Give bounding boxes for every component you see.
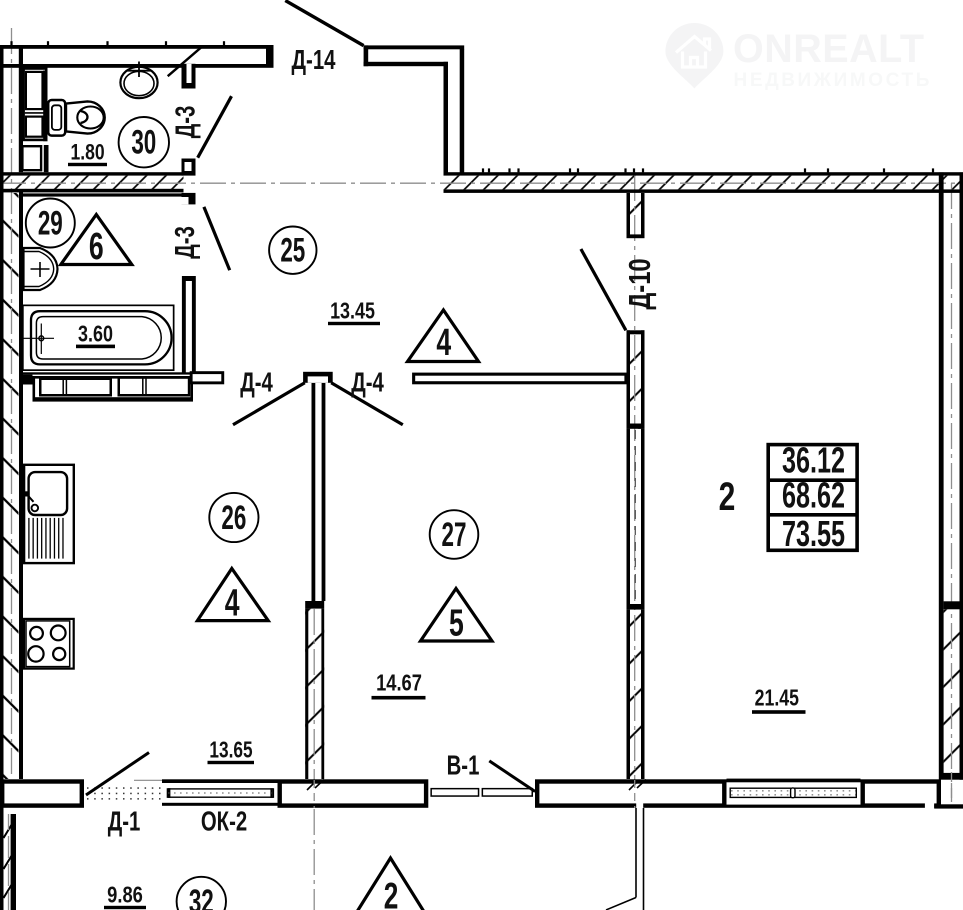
svg-text:21.45: 21.45 (755, 685, 799, 711)
svg-text:В-1: В-1 (447, 751, 480, 782)
svg-text:1.80: 1.80 (70, 141, 104, 166)
svg-text:73.55: 73.55 (782, 514, 845, 555)
svg-text:2: 2 (719, 475, 736, 519)
svg-text:Д-1: Д-1 (108, 807, 141, 838)
svg-text:3.60: 3.60 (78, 321, 113, 347)
svg-text:ОК-2: ОК-2 (201, 807, 247, 838)
svg-text:26: 26 (221, 499, 246, 537)
svg-text:Д-10: Д-10 (622, 258, 657, 309)
svg-text:4: 4 (436, 320, 451, 363)
svg-text:27: 27 (442, 516, 467, 554)
svg-text:36.12: 36.12 (782, 440, 845, 481)
svg-text:30: 30 (131, 124, 156, 162)
svg-text:Д-3: Д-3 (171, 106, 202, 139)
svg-text:Д-4: Д-4 (351, 368, 384, 399)
svg-text:13.45: 13.45 (330, 298, 375, 324)
svg-text:14.67: 14.67 (376, 670, 422, 696)
svg-text:9.86: 9.86 (107, 882, 143, 908)
svg-text:32: 32 (189, 883, 214, 910)
svg-text:ONREALT: ONREALT (733, 27, 924, 71)
svg-text:Д-3: Д-3 (170, 226, 201, 259)
svg-text:6: 6 (89, 224, 104, 267)
svg-text:4: 4 (225, 581, 240, 624)
svg-text:2: 2 (384, 875, 399, 910)
svg-text:Д-4: Д-4 (240, 368, 273, 399)
svg-text:НЕДВИЖИМОСТЬ: НЕДВИЖИМОСТЬ (734, 70, 932, 91)
svg-text:13.65: 13.65 (209, 738, 252, 763)
svg-text:25: 25 (280, 232, 305, 270)
svg-text:68.62: 68.62 (782, 475, 845, 516)
svg-text:5: 5 (449, 601, 464, 644)
svg-text:Д-14: Д-14 (292, 45, 336, 76)
svg-text:29: 29 (38, 205, 63, 243)
